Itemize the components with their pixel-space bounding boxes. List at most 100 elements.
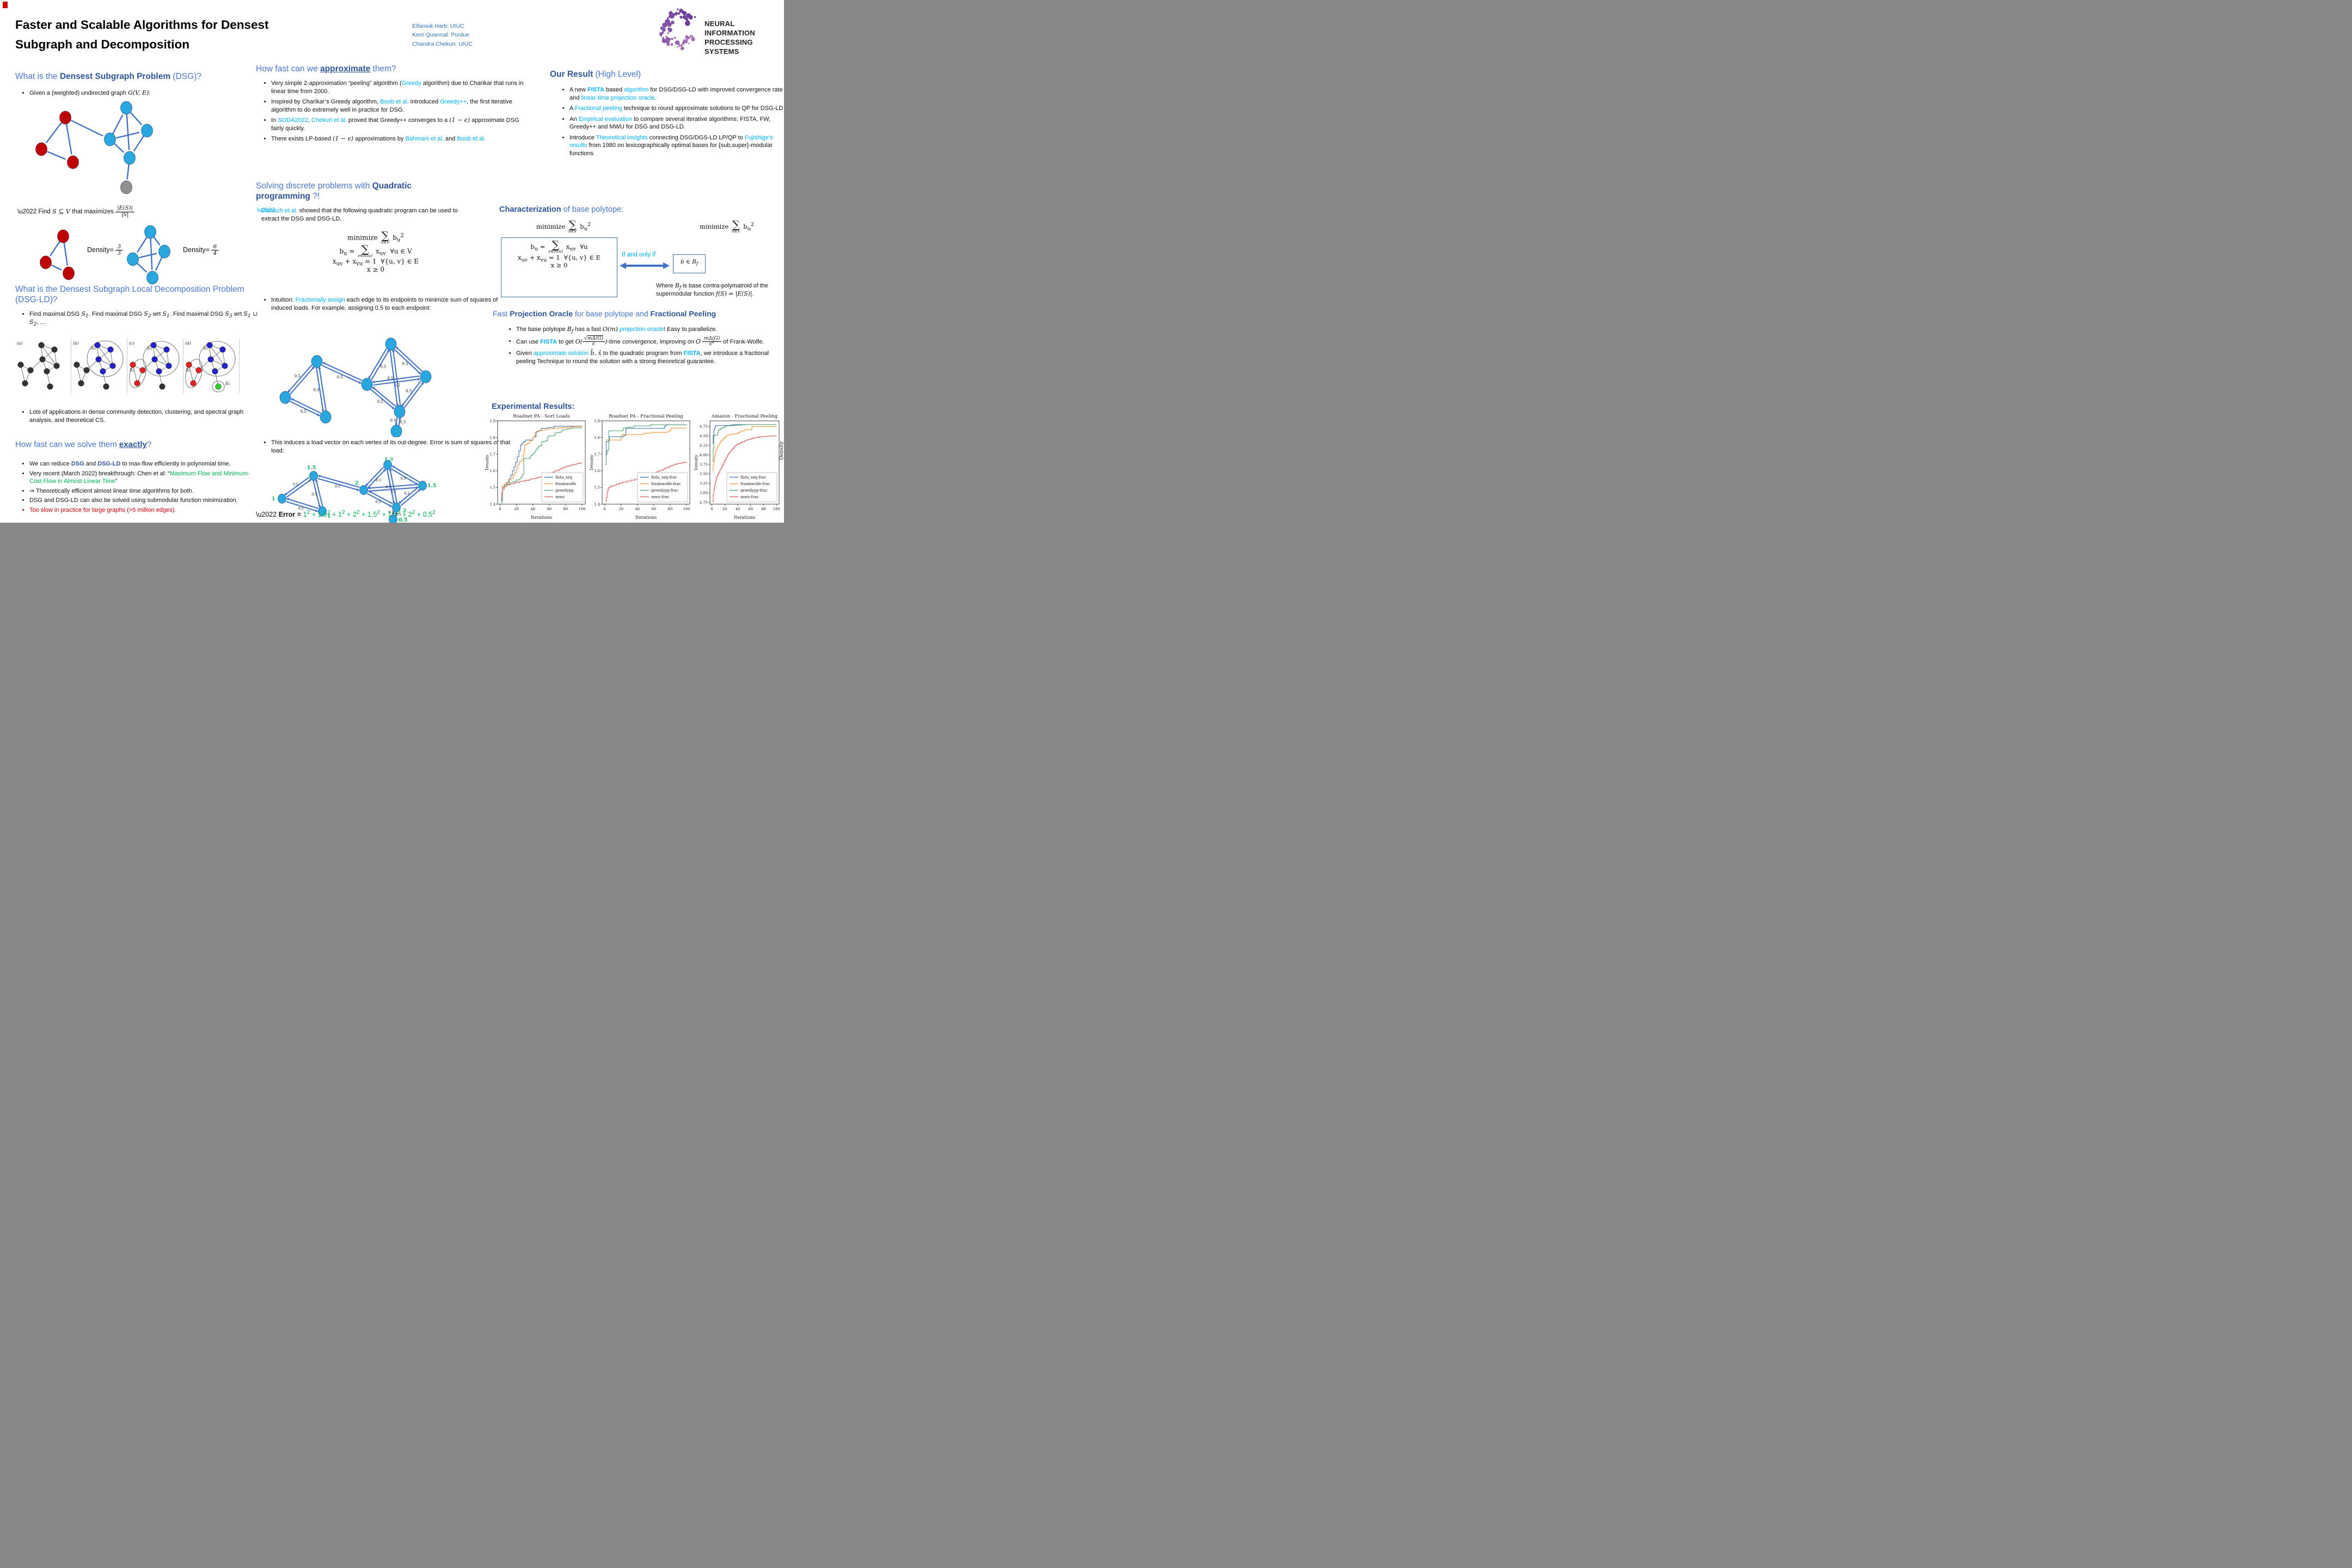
svg-text:2: 2: [403, 508, 407, 514]
neurips-swirl-icon: [659, 8, 696, 51]
list-item: The base polytope Bf has a fast O(m) pro…: [516, 326, 784, 334]
density-k4-figure: [127, 225, 170, 285]
logo-text-2: PROCESSING SYSTEMS: [705, 38, 753, 56]
chart-amazon-fractional-peeling: Amazon - Fractional Peeling 2.75 3.00 3.25 3…: [694, 413, 782, 523]
svg-text:0.5: 0.5: [391, 490, 396, 494]
svg-text:S₃: S₃: [225, 381, 230, 386]
corner-red-mark: [3, 2, 8, 8]
list-item: Given approximate solution b̂, x̂ to the…: [516, 350, 784, 365]
cutoff-density-ylabel: Density: [779, 441, 784, 460]
list-item: ⇒ Theoretically efficient almost linear …: [29, 487, 258, 495]
svg-text:1.6: 1.6: [489, 469, 495, 473]
svg-text:0.5: 0.5: [376, 500, 381, 504]
svg-text:1.5: 1.5: [594, 486, 600, 490]
heading-characterization: Characterization of base polytope:: [499, 205, 624, 214]
svg-text:0.5: 0.5: [380, 365, 386, 369]
svg-text:1: 1: [327, 513, 331, 519]
fraction-num: |E(S)|: [115, 205, 134, 212]
list-item: Too slow in practice for large graphs (>…: [29, 506, 258, 514]
svg-text:80: 80: [564, 507, 568, 511]
svg-text:frankwolfe-frac: frankwolfe-frac: [740, 482, 770, 486]
svg-text:3.25: 3.25: [700, 481, 708, 486]
heading-dsg-ld: What is the Densest Subgraph Local Decom…: [15, 285, 244, 305]
list-item: Introduce Theoretical insights connectin…: [569, 134, 784, 158]
density-triangle-figure: [40, 229, 75, 280]
svg-text:fista_seq-frac: fista_seq-frac: [740, 475, 766, 480]
svg-text:100: 100: [773, 507, 780, 511]
svg-text:0.5: 0.5: [377, 400, 383, 404]
svg-text:1.5: 1.5: [307, 465, 316, 471]
svg-text:1.9: 1.9: [489, 419, 495, 423]
bullet-find-s: \u2022 Find S ⊆ V that maximizes |E(S)| …: [17, 205, 252, 218]
title-line-1: Faster and Scalable Algorithms for Dense…: [15, 18, 269, 32]
bullet-applications: Lots of applications in dense community …: [29, 408, 261, 424]
svg-text:20: 20: [618, 507, 623, 511]
svg-text:0.5: 0.5: [399, 517, 408, 523]
svg-text:(c): (c): [129, 341, 134, 346]
svg-text:fista_seq-frac: fista_seq-frac: [651, 475, 677, 480]
svg-text:0.5: 0.5: [405, 492, 410, 496]
svg-text:greedypp-frac: greedypp-frac: [740, 488, 768, 493]
qp-math-block: minimize ∑u∈V bu2 bu = ∑v∈N(u) xuv ∀u ∈ …: [297, 230, 455, 274]
author-1: Elfarouk Harb: UIUC: [412, 23, 464, 29]
svg-text:Density: Density: [589, 454, 594, 470]
svg-text:4.25: 4.25: [700, 444, 708, 448]
list-item: Very recent (March 2022) breakthrough: C…: [29, 470, 258, 486]
svg-text:1.6: 1.6: [594, 469, 600, 473]
svg-text:1.7: 1.7: [594, 452, 600, 457]
svg-text:0.5: 0.5: [314, 388, 320, 392]
svg-text:Iterations: Iterations: [531, 515, 553, 520]
svg-text:1.4: 1.4: [594, 502, 600, 506]
neurips-logo: NEURAL INFORMATION PROCESSING SYSTEMS: [651, 2, 781, 59]
svg-text:2: 2: [355, 480, 359, 486]
bullet-intuition: Intuition: Fractionally assign each edge…: [271, 296, 511, 312]
fraction-den: |S|: [121, 211, 129, 218]
page-title: Faster and Scalable Algorithms for Dense…: [15, 15, 364, 55]
svg-text:Iterations: Iterations: [635, 515, 657, 520]
svg-text:0: 0: [603, 507, 605, 511]
heading-experimental: Experimental Results:: [492, 402, 575, 411]
svg-text:0.5: 0.5: [293, 482, 298, 486]
list-item: There exists LP-based (1 − ϵ) approximat…: [271, 135, 524, 143]
load-vector-graph: 0.50.50.50.50.50.50.50.50.50.50.50.51.51…: [272, 457, 437, 523]
svg-text:3.00: 3.00: [700, 491, 708, 495]
svg-text:frankwolfe-frac: frankwolfe-frac: [651, 482, 681, 486]
author-2: Kent Quanrud: Purdue: [412, 32, 470, 39]
svg-text:1.5: 1.5: [427, 483, 437, 489]
svg-text:fista_seq: fista_seq: [555, 475, 572, 480]
svg-text:1: 1: [272, 496, 275, 502]
list-item: A Fractional peeling technique to round …: [569, 105, 784, 113]
svg-text:greedypp-frac: greedypp-frac: [651, 488, 678, 493]
svg-text:60: 60: [547, 507, 552, 511]
svg-text:4.50: 4.50: [700, 434, 708, 438]
svg-text:Roadnet PA - Fractional Peelin: Roadnet PA - Fractional Peeling: [609, 414, 683, 419]
svg-text:1.8: 1.8: [489, 436, 495, 440]
heading-our-result: Our Result (High Level): [550, 70, 641, 79]
heading-dsg: What is the Densest Subgraph Problem (DS…: [15, 72, 201, 81]
svg-text:Density: Density: [485, 454, 489, 470]
qp-constraint-box: bu = ∑v∈N(u) xuv ∀u xuv + xvu = 1 ∀{u, v…: [501, 237, 617, 297]
svg-text:80: 80: [668, 507, 673, 511]
svg-text:80: 80: [761, 507, 766, 511]
list-item: We can reduce DSG and DSG-LD to max-flow…: [29, 460, 258, 468]
svg-text:3.75: 3.75: [700, 462, 708, 467]
heading-approximate: How fast can we approximate them?: [256, 64, 396, 74]
svg-text:40: 40: [736, 507, 740, 511]
svg-text:0.5: 0.5: [388, 376, 394, 381]
heading-projection-oracle: Fast Projection Oracle for base polytope…: [493, 309, 716, 318]
author-3: Chandra Chekuri: UIUC: [412, 40, 473, 47]
svg-text:2.75: 2.75: [700, 500, 708, 505]
svg-text:Amazon - Fractional Peeling: Amazon - Fractional Peeling: [711, 414, 778, 419]
svg-text:0.5: 0.5: [388, 511, 394, 514]
svg-text:S₁: S₁: [147, 346, 152, 351]
svg-text:Roadnet PA - Sort Loads: Roadnet PA - Sort Loads: [513, 414, 570, 419]
svg-text:0.5: 0.5: [406, 389, 412, 394]
svg-text:mwu-frac: mwu-frac: [651, 495, 670, 499]
svg-text:0.5: 0.5: [400, 420, 406, 424]
svg-text:S₂: S₂: [186, 367, 191, 372]
